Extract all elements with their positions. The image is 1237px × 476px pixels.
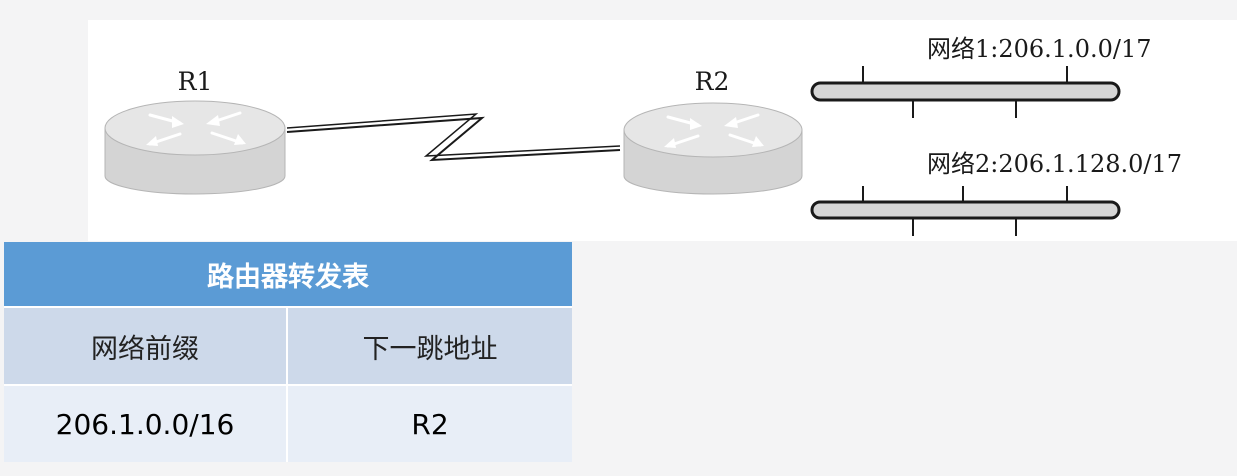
network-2-label: 网络2:206.1.128.0/17 [927, 150, 1182, 178]
table-row: 206.1.0.0/16 R2 [4, 386, 572, 462]
network-2-lan[interactable] [810, 186, 1121, 236]
column-header-next-hop: 下一跳地址 [288, 308, 572, 386]
table-title: 路由器转发表 [4, 242, 572, 308]
router-r2-icon[interactable] [623, 102, 803, 195]
column-header-prefix: 网络前缀 [4, 308, 288, 386]
network-1-lan[interactable] [810, 66, 1121, 118]
router-r2-label: R2 [695, 67, 730, 96]
cell-prefix: 206.1.0.0/16 [4, 386, 288, 462]
serial-link [286, 116, 621, 162]
cell-next-hop: R2 [288, 386, 572, 462]
network-diagram: R1 R2 网络1:206.1.0.0/17 [104, 35, 1182, 236]
router-r1-icon[interactable] [104, 100, 286, 195]
router-r1-label: R1 [178, 67, 213, 96]
forwarding-table: 路由器转发表 网络前缀 下一跳地址 206.1.0.0/16 R2 [4, 242, 572, 462]
network-1-label: 网络1:206.1.0.0/17 [927, 35, 1151, 63]
